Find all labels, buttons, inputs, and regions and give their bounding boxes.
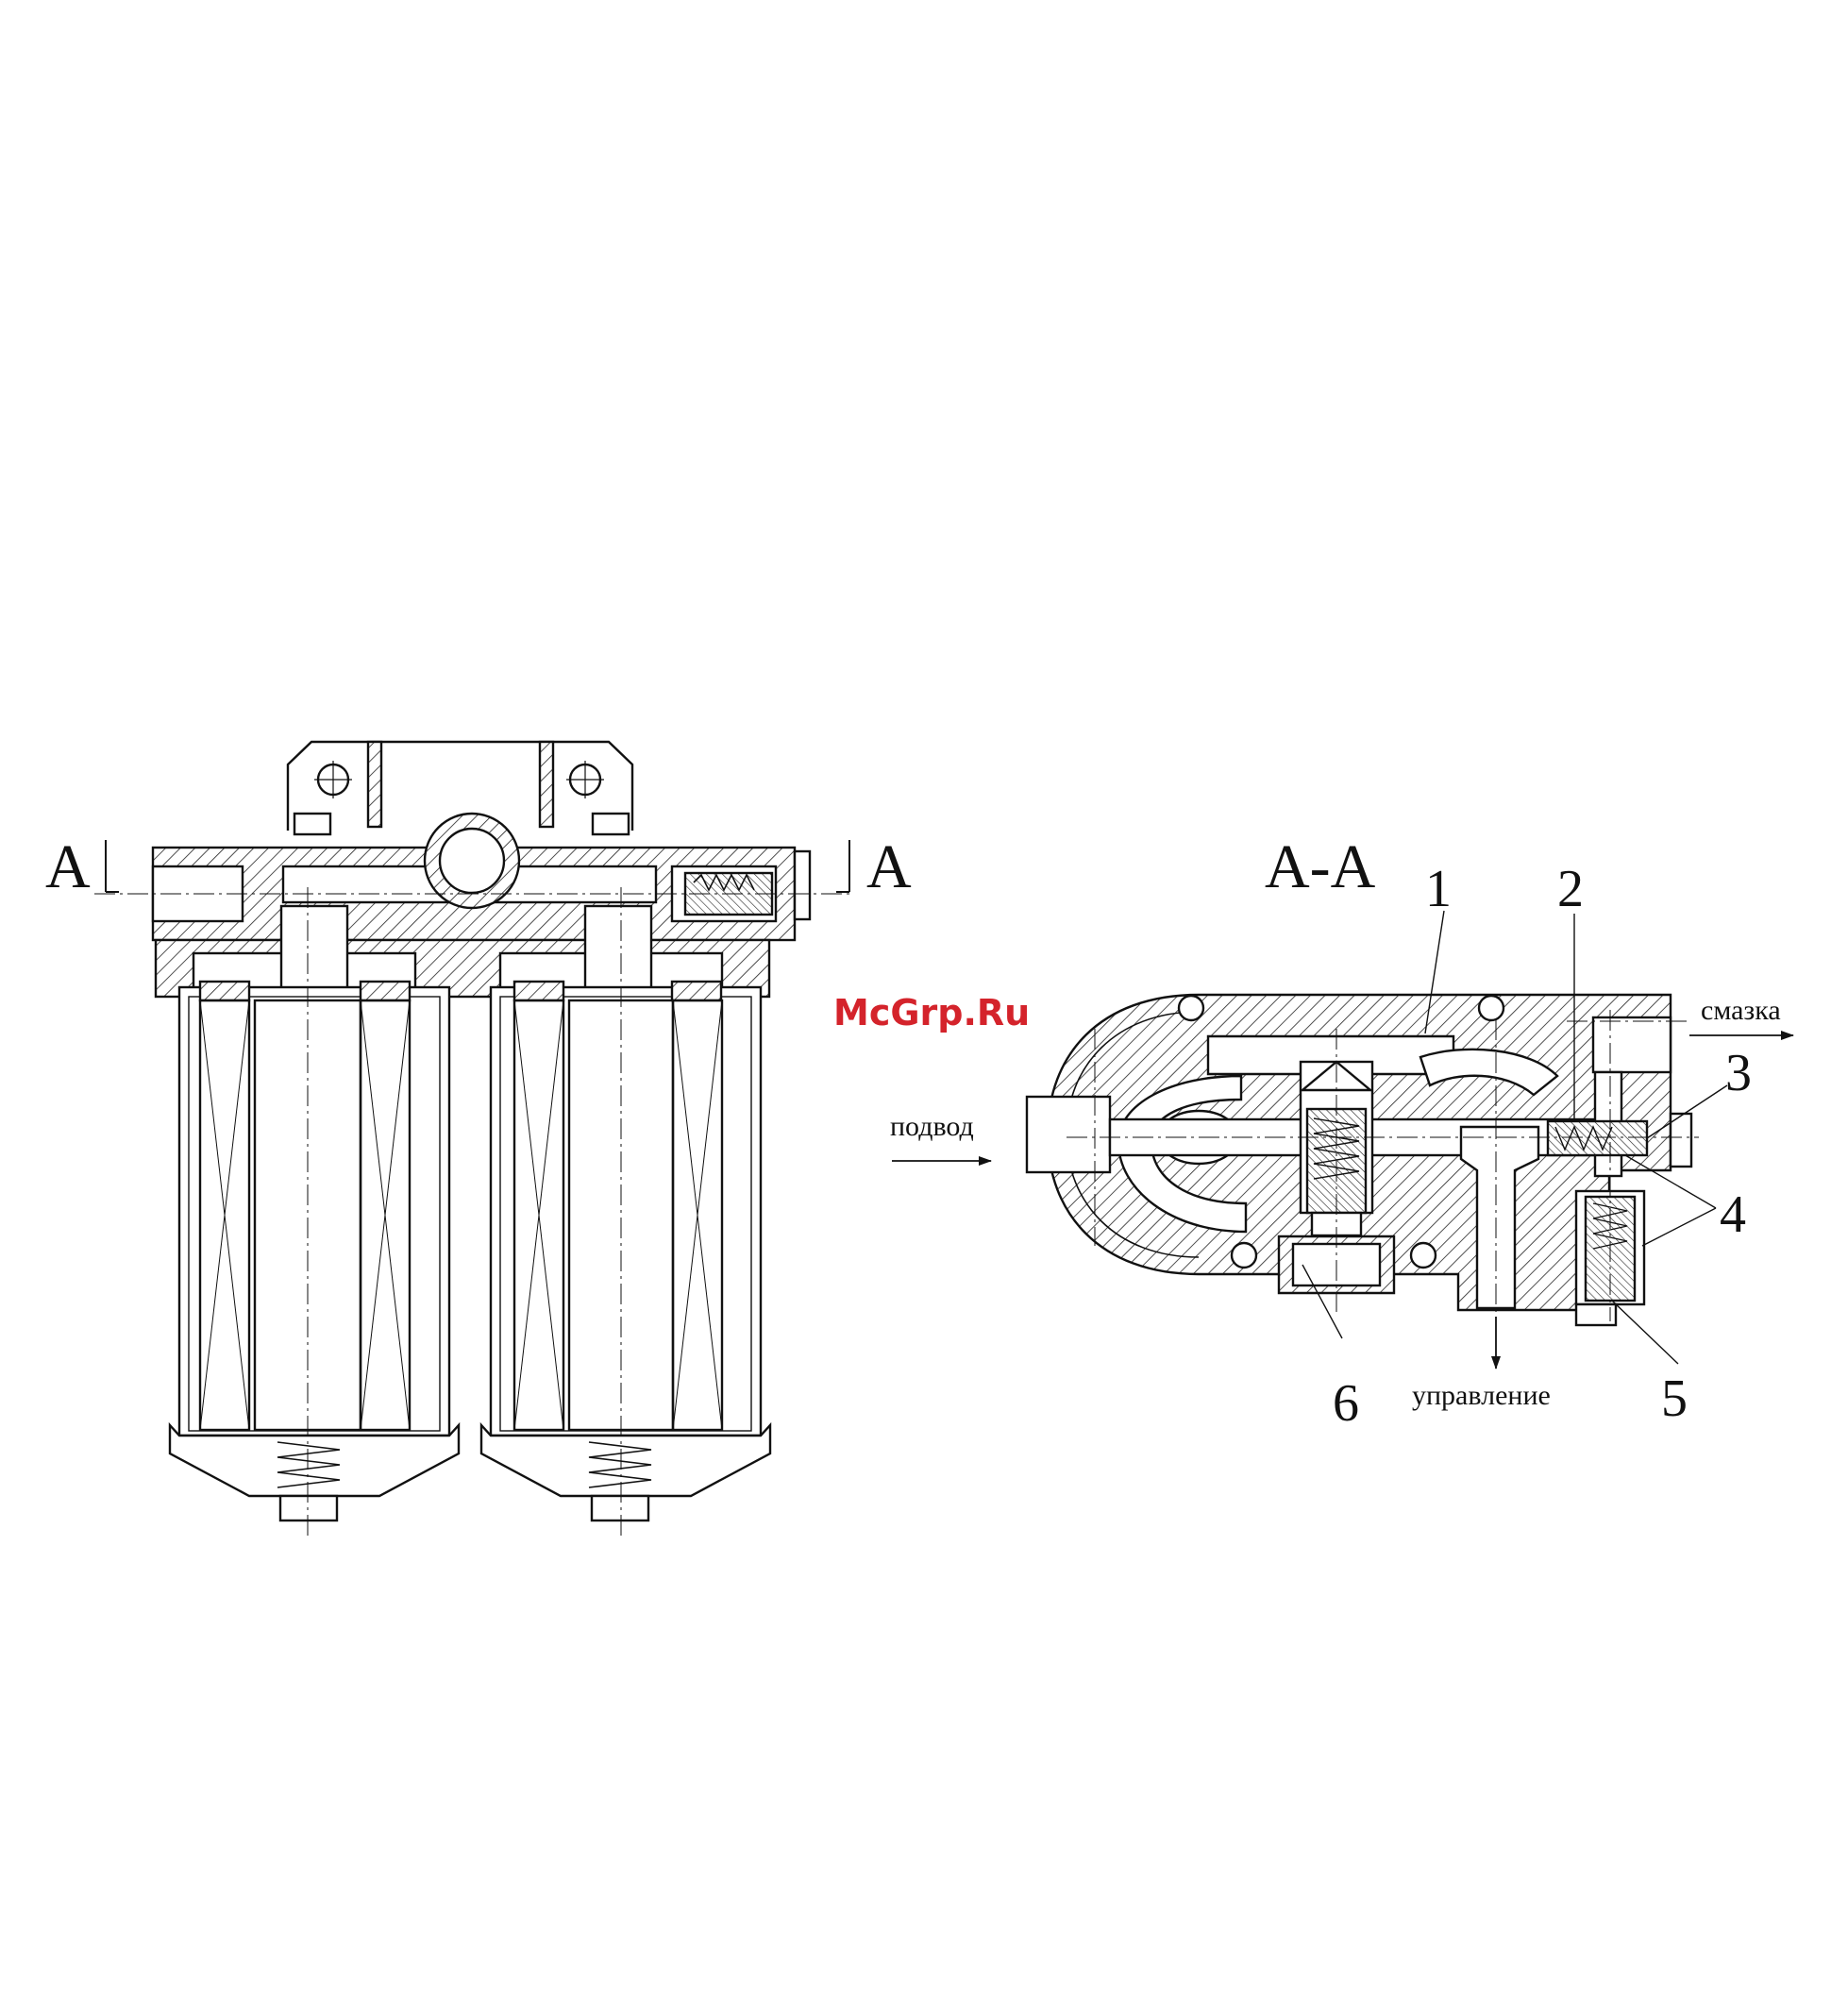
callout-6: 6 <box>1333 1374 1359 1433</box>
callout-1: 1 <box>1425 860 1452 918</box>
section-mark-right: A <box>866 832 912 901</box>
callout-3: 3 <box>1725 1044 1752 1102</box>
callout-4: 4 <box>1720 1185 1746 1244</box>
section-mark-left: A <box>45 832 91 901</box>
front-view <box>94 742 849 1538</box>
section-view <box>892 911 1793 1369</box>
watermark-text: McGrp.Ru <box>833 992 1030 1033</box>
callout-2: 2 <box>1557 860 1584 918</box>
flow-label-lubrication: смазка <box>1701 995 1781 1026</box>
flow-label-control: управление <box>1412 1380 1551 1411</box>
section-title: А-А <box>1265 832 1376 901</box>
flow-label-inlet: подвод <box>890 1111 974 1142</box>
callout-5: 5 <box>1661 1369 1688 1428</box>
